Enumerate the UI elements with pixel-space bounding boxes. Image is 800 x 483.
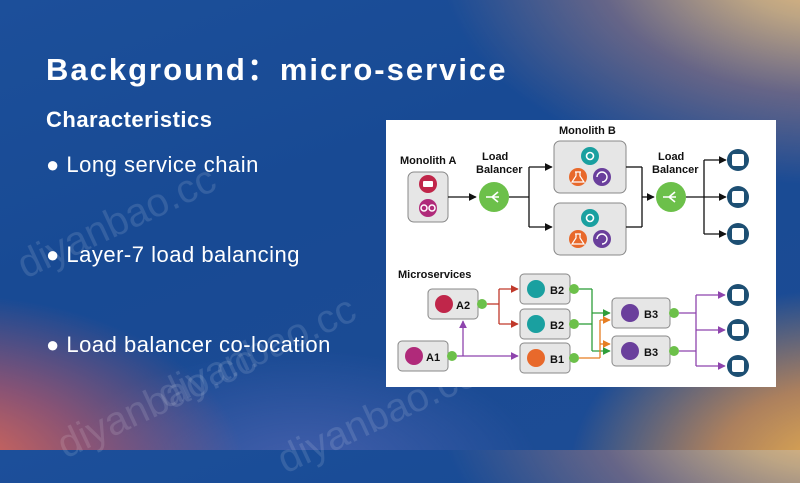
gear-chain-icon bbox=[419, 175, 437, 217]
service-icons bbox=[569, 147, 611, 248]
node-b3-label: B3 bbox=[644, 347, 658, 359]
node-b3-replica bbox=[611, 335, 671, 367]
sidecar-lb-icon bbox=[447, 351, 457, 361]
refresh-icon bbox=[621, 342, 639, 360]
sidecar-lb-icon bbox=[569, 284, 579, 294]
lb-label: Load bbox=[482, 151, 508, 163]
node-b1-label: B1 bbox=[550, 354, 564, 366]
lb-label: Load bbox=[658, 151, 684, 163]
database-icon bbox=[727, 149, 749, 245]
chain-icon bbox=[405, 347, 423, 365]
bullet-lb-colocation: ● Load balancer co-location bbox=[46, 332, 331, 357]
slide-subtitle: Characteristics bbox=[46, 107, 213, 132]
gear-icon bbox=[527, 315, 545, 333]
slide-title: Background：micro-service bbox=[46, 52, 508, 87]
bullet-layer7-load-balancing: ● Layer-7 load balancing bbox=[46, 242, 300, 267]
load-balancer-icon bbox=[479, 182, 509, 212]
architecture-diagram: Monolith A Load Balancer Monolith B Load bbox=[386, 120, 776, 387]
load-balancer-icon bbox=[656, 182, 686, 212]
lb-label: Balancer bbox=[476, 164, 523, 176]
sidecar-lb-icon bbox=[569, 353, 579, 363]
database-icon bbox=[727, 284, 749, 377]
node-b3-label: B3 bbox=[644, 309, 658, 321]
sidecar-lb-icon bbox=[669, 346, 679, 356]
lb-label: Balancer bbox=[652, 164, 699, 176]
gear-icon bbox=[435, 295, 453, 313]
node-a1-label: A1 bbox=[426, 352, 440, 364]
flask-icon bbox=[527, 349, 545, 367]
node-b3 bbox=[611, 297, 671, 329]
gear-icon bbox=[527, 280, 545, 298]
sidecar-lb-icon bbox=[569, 319, 579, 329]
monolith-b-label: Monolith B bbox=[559, 125, 616, 137]
microservices-label: Microservices bbox=[398, 269, 471, 281]
sidecar-lb-icon bbox=[477, 299, 487, 309]
node-b2-label: B2 bbox=[550, 285, 564, 297]
monolith-a-label: Monolith A bbox=[400, 155, 456, 167]
node-a2-label: A2 bbox=[456, 300, 470, 312]
bullet-long-service-chain: ● Long service chain bbox=[46, 152, 259, 177]
refresh-icon bbox=[621, 304, 639, 322]
node-b2-label: B2 bbox=[550, 320, 564, 332]
sidecar-lb-icon bbox=[669, 308, 679, 318]
